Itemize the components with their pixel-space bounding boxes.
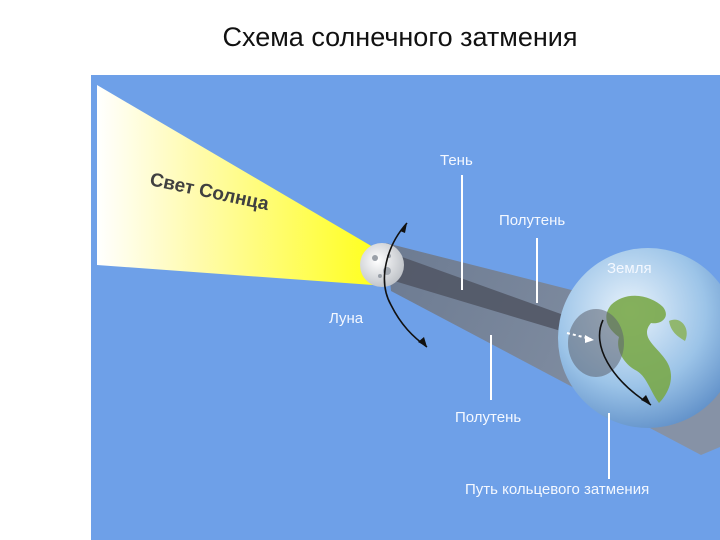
- eclipse-diagram: Свет Солнца Тень Полутень Земля Луна Пол…: [91, 75, 720, 540]
- moon-label: Луна: [329, 310, 364, 327]
- page-title: Схема солнечного затмения: [0, 22, 720, 53]
- umbra-label: Тень: [440, 152, 473, 169]
- moon: [360, 243, 404, 287]
- earth-label: Земля: [607, 260, 652, 277]
- annular-path-label: Путь кольцевого затмения: [465, 481, 649, 498]
- penumbra-top-label: Полутень: [499, 212, 565, 229]
- penumbra-bottom-label: Полутень: [455, 409, 521, 426]
